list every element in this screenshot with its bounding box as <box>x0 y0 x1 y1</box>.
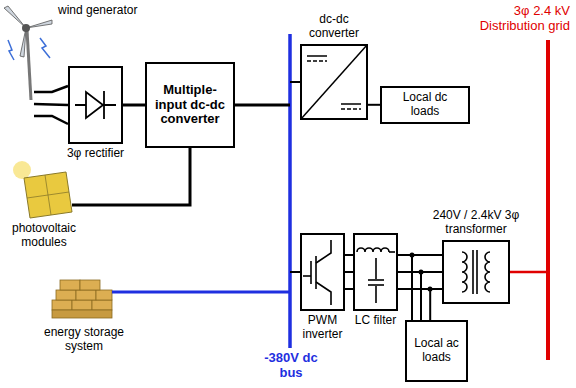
dc-sign <box>341 108 361 110</box>
bus-label: -380V dc bus <box>262 351 320 381</box>
generator-wires <box>34 86 68 124</box>
secondary-coil <box>485 252 490 292</box>
inductor-coil <box>357 248 389 252</box>
junction-dot <box>410 253 415 258</box>
dc-sign <box>307 60 327 62</box>
dc-sign <box>307 55 327 57</box>
box-text: Local ac loads <box>412 337 461 365</box>
turbine-blade <box>20 28 26 57</box>
igbt-body <box>315 256 317 289</box>
battery-cell <box>56 290 76 300</box>
wire-connector <box>368 104 380 106</box>
wind-turbine <box>4 6 52 100</box>
phase-wire <box>34 104 68 105</box>
load-drop <box>420 272 422 320</box>
transformer-core <box>476 250 478 294</box>
battery-cell <box>72 300 92 310</box>
wind-accent <box>8 40 14 60</box>
rectifier-box: 3φ rectifier <box>68 66 123 144</box>
load-drop <box>411 255 413 320</box>
wire-connector <box>123 104 145 107</box>
inductor-lead <box>389 251 395 253</box>
turbine-blade <box>26 20 52 28</box>
phase-wire <box>398 254 442 256</box>
igbt-gate <box>303 275 311 277</box>
transformer-symbol <box>462 250 490 294</box>
component-label: photovoltaic modules <box>2 222 86 250</box>
grid-label: 3φ 2.4 kV Distribution grid <box>452 4 570 34</box>
storage-wire <box>112 291 290 294</box>
grid-wire <box>510 271 548 274</box>
turbine-hub <box>22 24 30 32</box>
sun-glow <box>13 161 31 179</box>
battery-cell <box>52 300 72 310</box>
filter-box: LC filter <box>353 233 398 311</box>
wind-accent <box>40 38 50 58</box>
wire-connector <box>345 271 353 273</box>
phase-wire <box>34 116 68 124</box>
battery-cell <box>52 310 112 318</box>
capacitor-plate <box>368 284 384 286</box>
diode-symbol <box>75 91 116 119</box>
box-text: Local dc loads <box>387 91 463 119</box>
phase-wire <box>345 288 353 290</box>
battery-stack <box>52 280 112 318</box>
capacitor-lead <box>375 258 377 279</box>
box-text: Multiple-input dc-dc converter <box>152 83 228 128</box>
battery-cell <box>76 290 96 300</box>
box-caption: 3φ rectifier <box>51 147 141 161</box>
converter-diagonal <box>301 45 367 119</box>
capacitor-lead <box>375 286 377 303</box>
battery-cell <box>80 280 100 290</box>
pv-panel <box>13 161 72 218</box>
phase-wire <box>34 86 68 92</box>
bus-wire <box>290 271 300 273</box>
component-label: wind generator <box>58 4 168 18</box>
igbt-gate <box>310 261 312 284</box>
load-box: Local ac loads <box>405 320 468 382</box>
diode-triangle <box>86 92 103 118</box>
component-label: energy storage system <box>36 326 132 354</box>
box-caption: PWM inverter <box>294 314 352 342</box>
box-caption: dc-dc converter <box>295 13 373 41</box>
primary-coil <box>462 252 467 292</box>
igbt-symbol <box>303 240 331 305</box>
load-box: Local dc loads <box>380 86 470 124</box>
battery-cell <box>96 290 112 300</box>
pv-grid <box>27 192 69 198</box>
bus-wire <box>290 81 300 83</box>
transformer-core <box>472 250 474 294</box>
inverter-box: PWM inverter <box>300 233 345 311</box>
lc-symbol <box>357 248 395 303</box>
battery-cell <box>60 280 80 290</box>
capacitor-plate <box>368 279 384 281</box>
box-caption: LC filter <box>353 314 399 328</box>
wire-connector <box>398 271 442 273</box>
box-caption: 240V / 2.4kV 3φ transformer <box>420 209 532 237</box>
converter-box: dc-dc converter <box>300 44 368 120</box>
bus-wire <box>235 104 290 107</box>
turbine-blade <box>4 6 26 28</box>
dcdc-symbol <box>301 45 367 119</box>
converter-box: Multiple-input dc-dc converter <box>145 62 235 148</box>
battery-cell <box>92 300 112 310</box>
wire-connector <box>398 289 430 320</box>
dc-sign <box>341 103 361 105</box>
grid-line <box>546 40 550 360</box>
turbine-tower <box>27 30 31 100</box>
phase-wire <box>345 254 353 256</box>
transformer-box: 240V / 2.4kV 3φ transformer <box>442 240 510 304</box>
diode-bar <box>103 91 105 119</box>
igbt-emitter <box>316 282 331 305</box>
igbt-collector <box>316 240 331 263</box>
pv-module <box>24 172 72 218</box>
